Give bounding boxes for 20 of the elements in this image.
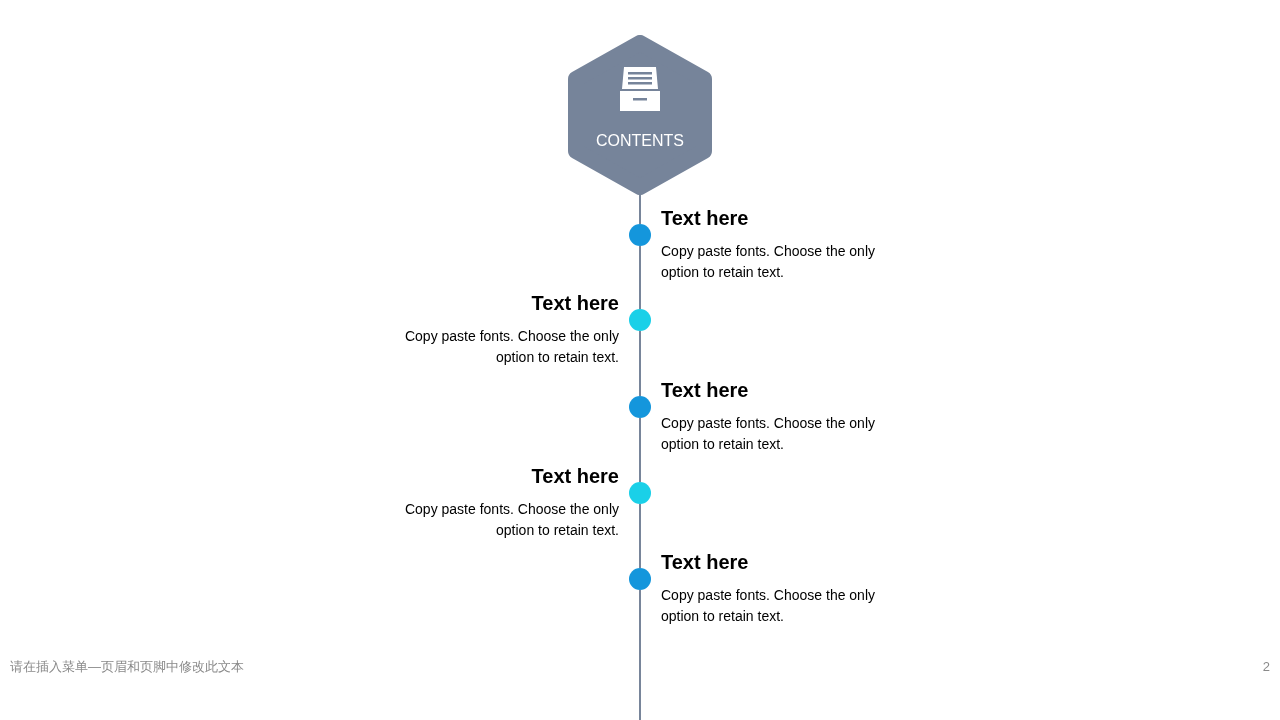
timeline-line (639, 330, 641, 397)
badge-title: CONTENTS (595, 131, 685, 151)
hexagon-badge (568, 35, 712, 195)
item-description: Copy paste fonts. Choose the only option to retain text. (403, 327, 619, 367)
page-number: 2 (1262, 658, 1270, 676)
timeline-line (639, 589, 641, 720)
item-heading: Text here (661, 550, 749, 575)
item-description: Copy paste fonts. Choose the only option to retain text. (661, 586, 877, 626)
item-heading: Text here (661, 378, 749, 403)
item-description: Copy paste fonts. Choose the only option to retain text. (661, 242, 877, 282)
item-description: Copy paste fonts. Choose the only option to retain text. (661, 414, 877, 454)
item-description: Copy paste fonts. Choose the only option to retain text. (403, 500, 619, 540)
item-heading: Text here (531, 464, 619, 489)
timeline-line (639, 194, 641, 225)
footer-text: 请在插入菜单—页眉和页脚中修改此文本 (10, 658, 244, 676)
item-heading: Text here (661, 206, 749, 231)
timeline-line (639, 417, 641, 483)
timeline-line (639, 503, 641, 569)
item-heading: Text here (531, 291, 619, 316)
timeline-line (639, 245, 641, 310)
